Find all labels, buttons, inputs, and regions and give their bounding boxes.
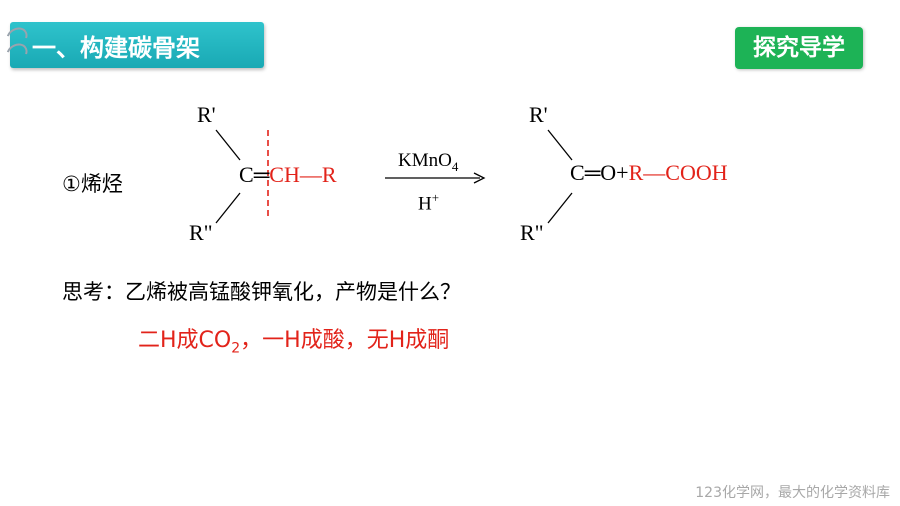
question-text: 思考：乙烯被高锰酸钾氧化，产物是什么？ — [62, 280, 461, 304]
bond-line — [215, 192, 241, 224]
plus-sign: + — [616, 160, 629, 185]
footer-watermark: 123化学网，最大的化学资料库 — [695, 485, 890, 501]
reagent-bottom: H+ — [418, 190, 440, 215]
reactant-carbon: C — [239, 162, 254, 187]
double-bond: ═ — [584, 160, 601, 185]
reactant-ch-r: CH—R — [269, 162, 337, 187]
explore-badge: 探究导学 — [735, 27, 863, 69]
product-carbon: C — [570, 160, 585, 185]
reagent-top: KMnO4 — [398, 150, 459, 174]
reaction-label: ①烯烃 — [62, 172, 123, 196]
product-r-top: R' — [529, 102, 548, 127]
product-oxygen: O — [600, 160, 617, 185]
product-acid: R—COOH — [628, 160, 728, 185]
product-r-bottom: R" — [520, 220, 544, 245]
reactant-r-bottom: R" — [189, 220, 213, 245]
reactant-r-top: R' — [197, 102, 216, 127]
bond-line — [547, 129, 573, 161]
double-bond: ═ — [253, 162, 270, 187]
bond-line — [547, 192, 573, 224]
answer-text: 二H成CO2，一H成酸，无H成酮 — [138, 328, 450, 357]
section-title-banner: 一、构建碳骨架 — [10, 22, 264, 68]
bond-line — [215, 129, 241, 161]
section-title: 一、构建碳骨架 — [32, 34, 200, 62]
